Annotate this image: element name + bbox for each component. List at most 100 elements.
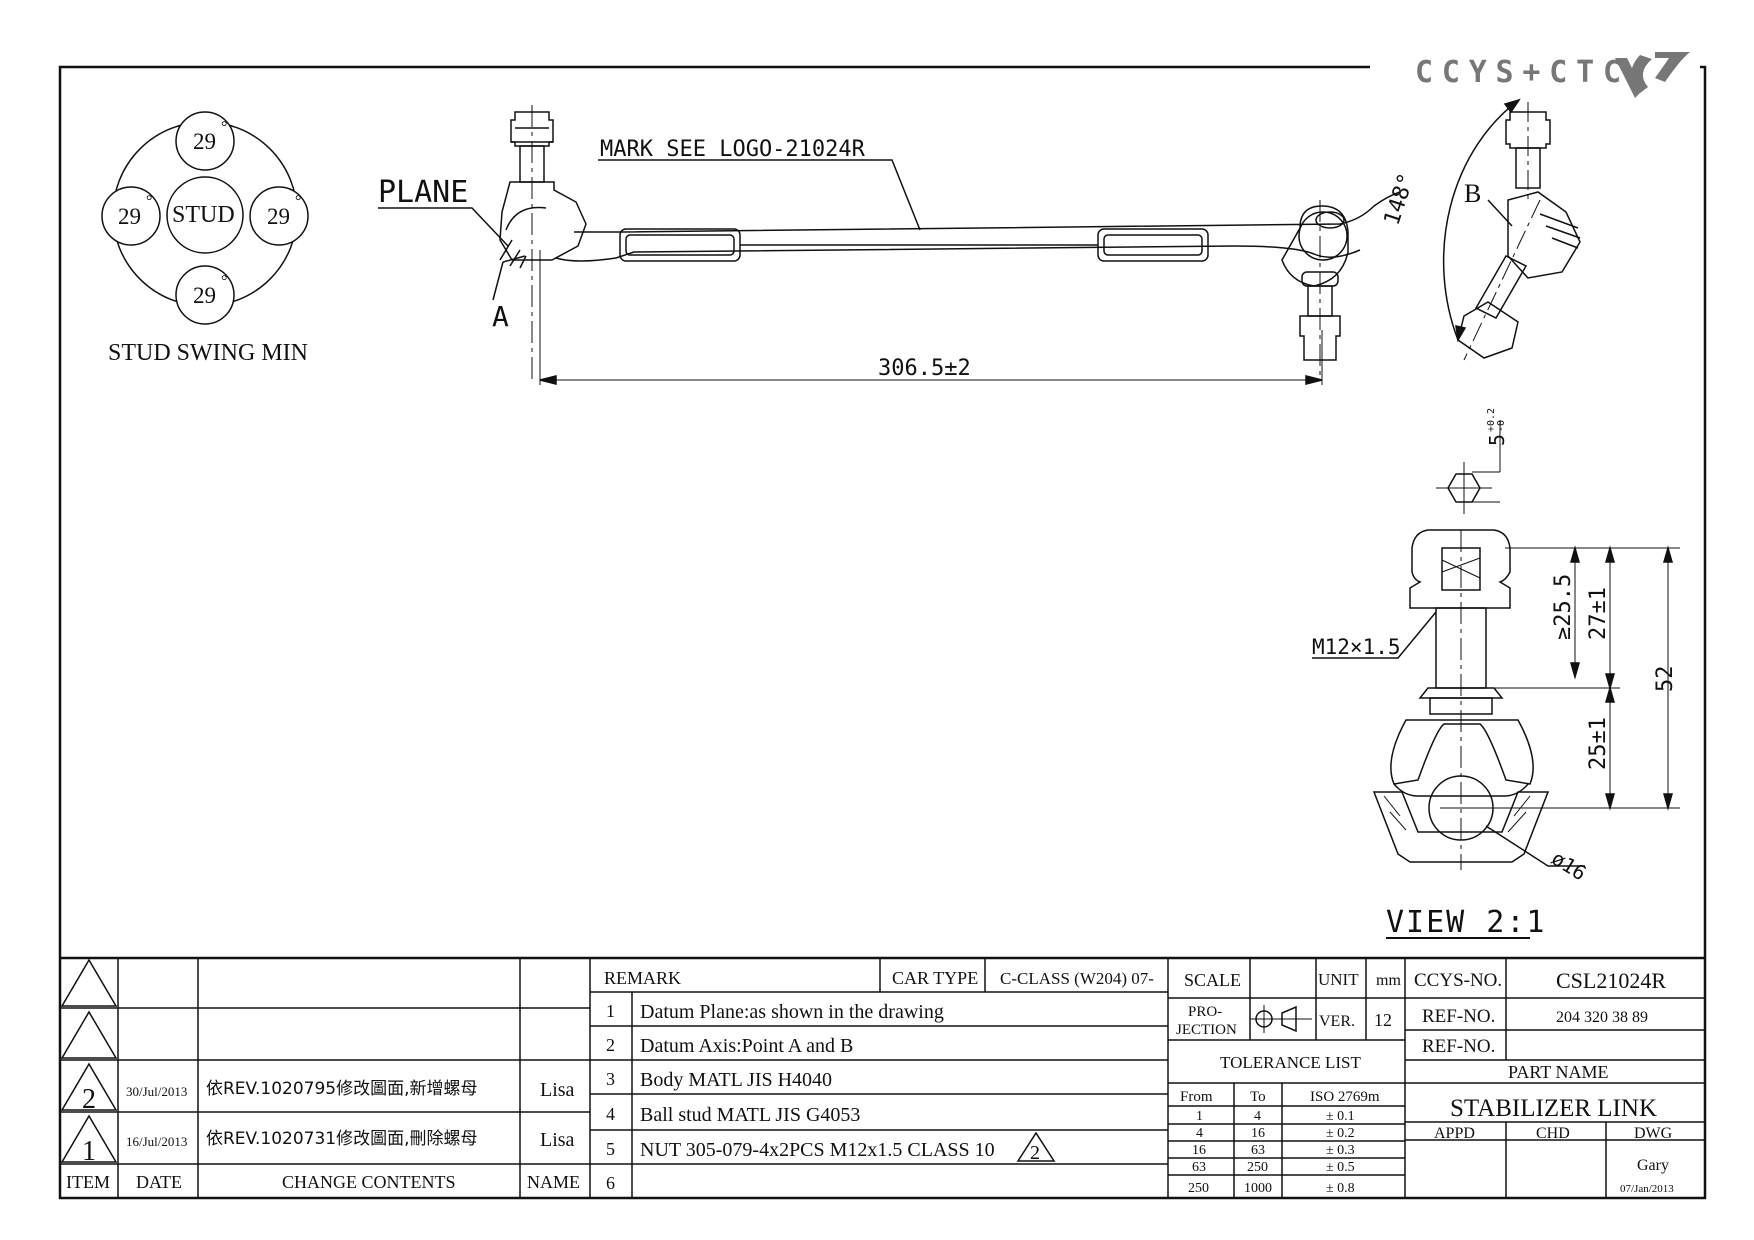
lower-dimension: 25±1 bbox=[1586, 717, 1611, 770]
version-value: 12 bbox=[1374, 1010, 1392, 1030]
revision-header-content: CHANGE CONTENTS bbox=[282, 1172, 456, 1192]
tolerance-list: TOLERANCE LIST From To ISO 2769m 1 4 ± 0… bbox=[1180, 1053, 1380, 1196]
thread-spec: M12×1.5 bbox=[1312, 635, 1401, 659]
swing-bottom-degree: ° bbox=[221, 273, 227, 290]
tolerance-header-std: ISO 2769m bbox=[1310, 1089, 1380, 1105]
ref-no-label-2: REF-NO. bbox=[1422, 1036, 1495, 1057]
hex-tolerance-upper: +0.2 bbox=[1486, 408, 1497, 432]
checked-label: CHD bbox=[1536, 1125, 1570, 1142]
mark-label: MARK SEE LOGO-21024R bbox=[600, 137, 866, 162]
revision-date-1: 16/Jul/2013 bbox=[126, 1134, 187, 1149]
tolerance-from-3: 16 bbox=[1192, 1143, 1206, 1158]
brand-swoosh-icon bbox=[1615, 52, 1690, 98]
projection-label-2: JECTION bbox=[1176, 1022, 1237, 1038]
sheet-border bbox=[58, 65, 1707, 1200]
point-b-label: B bbox=[1464, 179, 1481, 208]
point-a-label: A bbox=[492, 300, 509, 333]
car-type-label: CAR TYPE bbox=[892, 968, 978, 988]
drawing-date: 07/Jan/2013 bbox=[1620, 1183, 1674, 1195]
revision-table: 2 30/Jul/2013 依REV.1020795修改圖面,新增螺母 Lisa… bbox=[66, 1079, 580, 1192]
upper-dimension: 27±1 bbox=[1586, 587, 1611, 640]
part-info-block: CCYS-NO. CSL21024R REF-NO. 204 320 38 89… bbox=[1414, 968, 1674, 1195]
tolerance-value-5: ± 0.8 bbox=[1326, 1181, 1355, 1196]
remark-no-2: 2 bbox=[606, 1035, 615, 1055]
unit-value: mm bbox=[1376, 972, 1401, 989]
tolerance-to-4: 250 bbox=[1247, 1160, 1268, 1175]
remark-revision-mark: 2 bbox=[1030, 1142, 1040, 1164]
hex-size: 5 bbox=[1485, 434, 1509, 446]
swing-top-degree: ° bbox=[221, 119, 227, 136]
unit-label: UNIT bbox=[1318, 970, 1359, 989]
detail-view bbox=[1312, 420, 1680, 939]
part-name-value: STABILIZER LINK bbox=[1450, 1095, 1657, 1122]
tolerance-value-3: ± 0.3 bbox=[1326, 1143, 1355, 1158]
remark-no-5: 5 bbox=[606, 1139, 615, 1159]
ccys-no-value: CSL21024R bbox=[1556, 968, 1666, 993]
tolerance-to-1: 4 bbox=[1254, 1109, 1261, 1124]
projection-label-1: PRO- bbox=[1188, 1004, 1222, 1020]
tolerance-from-2: 4 bbox=[1196, 1126, 1203, 1141]
remark-no-6: 6 bbox=[606, 1173, 615, 1193]
remark-text-5: NUT 305-079-4x2PCS M12x1.5 CLASS 10 bbox=[640, 1139, 995, 1161]
tolerance-value-1: ± 0.1 bbox=[1326, 1109, 1355, 1124]
total-dimension: 52 bbox=[1653, 666, 1678, 693]
tolerance-header-to: To bbox=[1250, 1089, 1266, 1105]
revision-item-1: 1 bbox=[82, 1136, 96, 1167]
brand-logo: CCYS+CTC bbox=[1370, 50, 1700, 98]
remark-no-4: 4 bbox=[606, 1104, 615, 1124]
remark-text-2: Datum Axis:Point A and B bbox=[640, 1035, 853, 1057]
swing-top-value: 29 bbox=[193, 129, 216, 154]
swing-right-value: 29 bbox=[267, 204, 290, 229]
tolerance-title: TOLERANCE LIST bbox=[1220, 1053, 1361, 1072]
projection-symbol-icon bbox=[1250, 1005, 1312, 1033]
revision-name-2: Lisa bbox=[540, 1079, 575, 1101]
view-caption: VIEW 2:1 bbox=[1386, 905, 1547, 940]
tolerance-to-2: 16 bbox=[1251, 1126, 1265, 1141]
revision-header-item: ITEM bbox=[66, 1172, 110, 1192]
stud-swing-diagram: 29 ° 29 ° STUD 29 ° 29 ° STUD SWING MIN bbox=[101, 111, 309, 366]
swing-right-degree: ° bbox=[295, 193, 301, 210]
ref-no-label: REF-NO. bbox=[1422, 1006, 1495, 1027]
tolerance-value-2: ± 0.2 bbox=[1326, 1126, 1355, 1141]
tolerance-from-1: 1 bbox=[1196, 1109, 1203, 1124]
ccys-no-label: CCYS-NO. bbox=[1414, 970, 1502, 991]
ref-no-value: 204 320 38 89 bbox=[1556, 1009, 1648, 1026]
drawer-name: Gary bbox=[1637, 1157, 1669, 1174]
swing-left-value: 29 bbox=[118, 204, 141, 229]
remark-table: REMARK CAR TYPE C-CLASS (W204) 07- 1 Dat… bbox=[604, 968, 1154, 1193]
remark-text-4: Ball stud MATL JIS G4053 bbox=[640, 1104, 860, 1126]
remark-no-1: 1 bbox=[606, 1001, 615, 1021]
tolerance-value-4: ± 0.5 bbox=[1326, 1160, 1355, 1175]
version-label: VER. bbox=[1319, 1013, 1355, 1030]
approved-label: APPD bbox=[1434, 1125, 1475, 1142]
side-view bbox=[1442, 98, 1581, 361]
remark-no-3: 3 bbox=[606, 1069, 615, 1089]
remark-title: REMARK bbox=[604, 968, 681, 988]
swing-center-label: STUD bbox=[172, 202, 235, 228]
main-view bbox=[378, 105, 1401, 385]
part-name-label: PART NAME bbox=[1508, 1062, 1608, 1082]
revision-header-date: DATE bbox=[136, 1172, 182, 1192]
length-dimension: 306.5±2 bbox=[878, 356, 971, 381]
angle-dimension: 148° bbox=[1380, 170, 1420, 228]
revision-header-name: NAME bbox=[527, 1172, 580, 1192]
scale-label: SCALE bbox=[1184, 970, 1241, 990]
car-type-value: C-CLASS (W204) 07- bbox=[1000, 969, 1154, 988]
revision-content-1: 依REV.1020731修改圖面,刪除螺母 bbox=[206, 1129, 478, 1149]
swing-caption: STUD SWING MIN bbox=[108, 340, 308, 366]
tolerance-from-5: 250 bbox=[1188, 1181, 1209, 1196]
remark-text-3: Body MATL JIS H4040 bbox=[640, 1069, 832, 1091]
title-block-grid bbox=[60, 956, 1705, 1198]
swing-left-degree: ° bbox=[146, 193, 152, 210]
drawn-label: DWG bbox=[1634, 1125, 1673, 1142]
remark-text-1: Datum Plane:as shown in the drawing bbox=[640, 1001, 944, 1023]
tolerance-to-3: 63 bbox=[1251, 1143, 1265, 1158]
ball-diameter: ø16 bbox=[1547, 846, 1590, 885]
tolerance-from-4: 63 bbox=[1192, 1160, 1206, 1175]
tolerance-header-from: From bbox=[1180, 1089, 1213, 1105]
scale-block: SCALE UNIT mm PRO- JECTION VER. 12 bbox=[1176, 970, 1401, 1038]
swing-bottom-value: 29 bbox=[193, 283, 216, 308]
tolerance-to-5: 1000 bbox=[1244, 1181, 1272, 1196]
hex-tolerance-lower: -0 bbox=[1496, 420, 1507, 432]
